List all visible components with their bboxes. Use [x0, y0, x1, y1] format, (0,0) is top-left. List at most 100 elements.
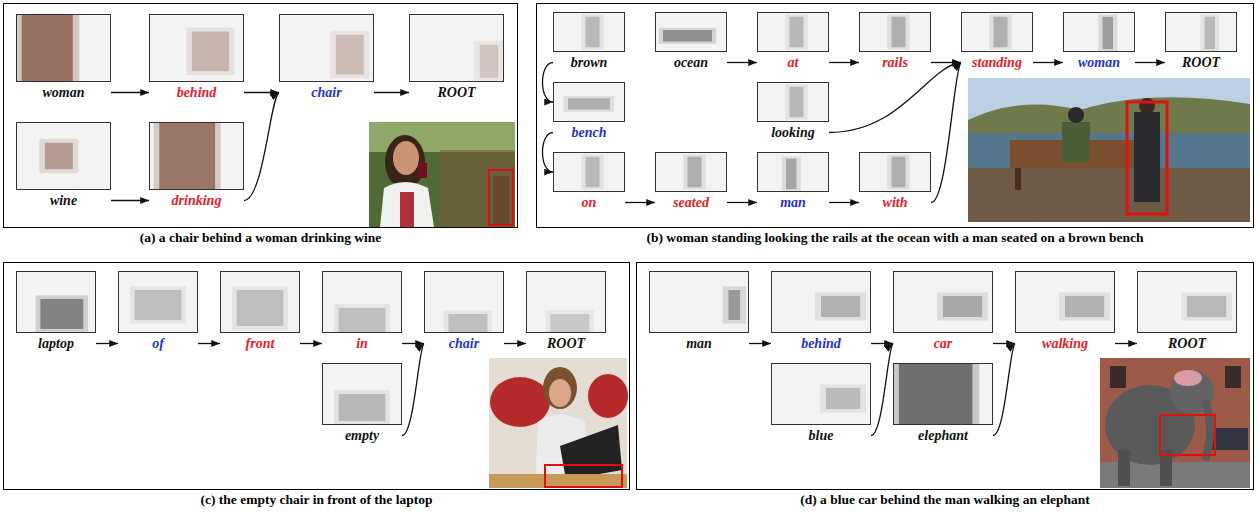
word-label: empty	[345, 428, 379, 443]
dependency-arrow	[1115, 343, 1137, 344]
word-label-row: woman	[1063, 55, 1135, 71]
photo-shape	[369, 122, 515, 227]
word-node: brown	[553, 12, 625, 71]
word-label-row: front	[220, 336, 300, 352]
attention-image	[772, 364, 870, 424]
photo-shape	[393, 141, 419, 175]
attention-image	[527, 272, 605, 332]
attention-image	[860, 153, 930, 191]
attention-image	[894, 364, 992, 424]
attention-map	[893, 271, 993, 333]
word-label-row: at	[757, 55, 829, 71]
word-label-row: rails	[859, 55, 931, 71]
word-label: ROOT	[437, 85, 475, 100]
word-node: in	[322, 271, 402, 352]
word-label-row: empty	[322, 428, 402, 444]
word-node: ROOT	[1165, 12, 1237, 71]
word-label-row: ROOT	[1165, 55, 1237, 71]
attention-map	[649, 271, 749, 333]
word-label: blue	[809, 428, 834, 443]
word-label: seated	[673, 195, 709, 210]
word-label-row: car	[893, 336, 993, 352]
word-node: front	[220, 271, 300, 352]
word-node: at	[757, 12, 829, 71]
word-label: drinking	[172, 193, 222, 208]
attention-image	[860, 13, 930, 51]
attention-map	[553, 152, 625, 192]
word-label: wine	[50, 193, 77, 208]
photo-shape	[549, 379, 571, 407]
attention-image	[554, 83, 624, 121]
attention-map	[859, 152, 931, 192]
photo-shape	[545, 465, 622, 487]
panel: (c) the empty chair in front of the lapt…	[3, 262, 630, 490]
word-node: of	[118, 271, 198, 352]
word-node: car	[893, 271, 993, 352]
attention-image	[656, 13, 726, 51]
word-label-row: walking	[1015, 336, 1115, 352]
word-label-row: ROOT	[1137, 336, 1237, 352]
dependency-arrow	[1033, 62, 1063, 63]
dependency-arrow	[111, 92, 149, 93]
word-node: drinking	[149, 122, 244, 209]
word-label-row: blue	[771, 428, 871, 444]
word-label-row: man	[649, 336, 749, 352]
attention-image	[323, 364, 401, 424]
word-node: chair	[424, 271, 504, 352]
attention-image	[119, 272, 197, 332]
dependency-arrow	[829, 202, 859, 203]
word-label: laptop	[38, 336, 74, 351]
attention-image	[150, 15, 243, 81]
photo-shape	[543, 367, 577, 409]
attention-image	[962, 13, 1032, 51]
word-node: woman	[1063, 12, 1135, 71]
dependency-arrow	[374, 92, 409, 93]
attention-map	[409, 14, 504, 82]
dependency-arrow	[829, 62, 859, 63]
word-label-row: ocean	[655, 55, 727, 71]
photo-shape	[418, 163, 427, 178]
word-label: woman	[1078, 55, 1120, 70]
photo-shape	[1160, 415, 1215, 455]
attention-map	[322, 271, 402, 333]
dependency-arrow	[198, 343, 220, 344]
photo-shape	[1118, 450, 1130, 486]
word-label: looking	[771, 125, 815, 140]
attention-map	[553, 82, 625, 122]
attention-map	[322, 363, 402, 425]
word-label: behind	[801, 336, 841, 351]
dependency-arrow	[871, 343, 893, 344]
photo-shape	[588, 374, 628, 418]
attention-map	[757, 82, 829, 122]
word-label: standing	[972, 55, 1022, 70]
photo-shape	[1127, 102, 1167, 214]
word-label: brown	[571, 55, 608, 70]
panel-caption: (d) a blue car behind the man walking an…	[617, 492, 1257, 508]
attention-map	[16, 271, 96, 333]
attention-image	[17, 123, 110, 189]
word-node: man	[649, 271, 749, 352]
attention-image	[894, 272, 992, 332]
attention-map	[553, 12, 625, 52]
dependency-arrow	[111, 200, 149, 201]
word-label-row: behind	[771, 336, 871, 352]
word-label: man	[686, 336, 712, 351]
word-label: rails	[882, 55, 908, 70]
photo-elephant	[1100, 358, 1250, 488]
word-label: ocean	[674, 55, 708, 70]
attention-image	[650, 272, 748, 332]
word-node: chair	[279, 14, 374, 101]
photo-laptop	[489, 358, 628, 488]
photo-shape	[1015, 168, 1021, 190]
photo-shape	[385, 135, 425, 189]
word-label: on	[582, 195, 597, 210]
dependency-arrow	[543, 63, 554, 103]
attention-image	[425, 272, 503, 332]
photo-shape	[1174, 370, 1202, 386]
attention-image	[554, 13, 624, 51]
attention-map	[757, 12, 829, 52]
photo-shape	[968, 97, 1250, 135]
dependency-arrow	[871, 344, 893, 436]
word-label-row: bench	[553, 125, 625, 141]
